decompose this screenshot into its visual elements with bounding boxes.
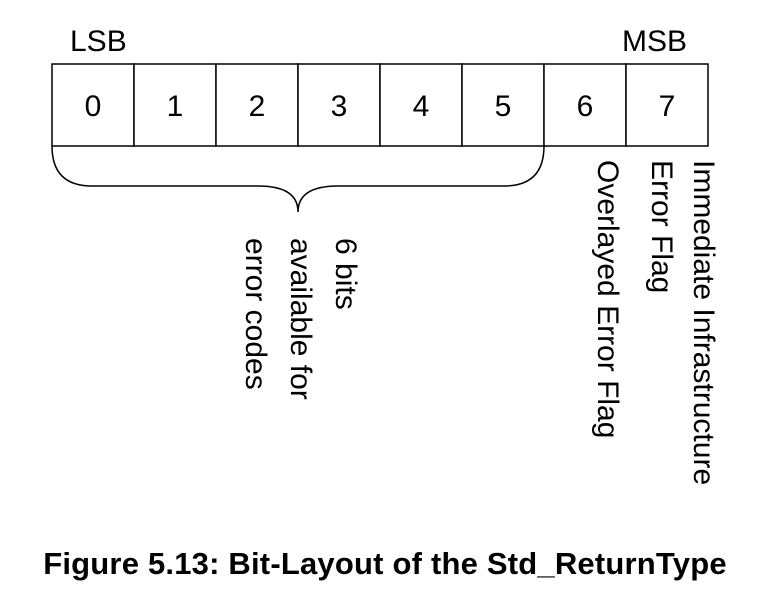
bit-cell-0 <box>51 63 135 147</box>
error-codes-line-1: 6 bits <box>329 238 362 310</box>
bit-cells: 0 1 2 3 4 5 6 7 <box>51 63 709 147</box>
msb-label: MSB <box>622 25 687 58</box>
lsb-label: LSB <box>70 25 127 58</box>
figure-caption: Figure 5.13: Bit-Layout of the Std_Retur… <box>43 546 727 581</box>
error-codes-line-2: available for <box>284 238 317 400</box>
bit-cell-1 <box>133 63 217 147</box>
immediate-flag-line-1: Immediate Infrastructure <box>687 160 720 485</box>
bit-number-3: 3 <box>331 90 348 123</box>
error-codes-line-3: error codes <box>239 238 272 390</box>
overlayed-flag-annotation: Overlayed Error Flag <box>591 160 624 438</box>
bit-cell-6 <box>543 63 627 147</box>
bit-cell-4 <box>379 63 463 147</box>
error-bits-brace <box>51 145 545 213</box>
bit-cell-2 <box>215 63 299 147</box>
bit-number-4: 4 <box>413 90 430 123</box>
overlayed-flag-line-1: Overlayed Error Flag <box>591 160 624 438</box>
bit-cell-7 <box>625 63 709 147</box>
bit-number-0: 0 <box>85 90 102 123</box>
bit-number-6: 6 <box>577 90 594 123</box>
immediate-flag-line-2: Error Flag <box>645 160 678 293</box>
bit-number-5: 5 <box>495 90 512 123</box>
bit-cell-5 <box>461 63 545 147</box>
bit-layout-diagram: LSB MSB 0 1 2 3 4 5 6 7 6 bits available for er… <box>51 25 720 485</box>
error-codes-annotation: 6 bits available for error codes <box>239 238 362 400</box>
immediate-flag-annotation: Immediate Infrastructure Error Flag <box>645 160 720 485</box>
bit-number-1: 1 <box>167 90 184 123</box>
bit-number-7: 7 <box>659 90 676 123</box>
bit-number-2: 2 <box>249 90 266 123</box>
